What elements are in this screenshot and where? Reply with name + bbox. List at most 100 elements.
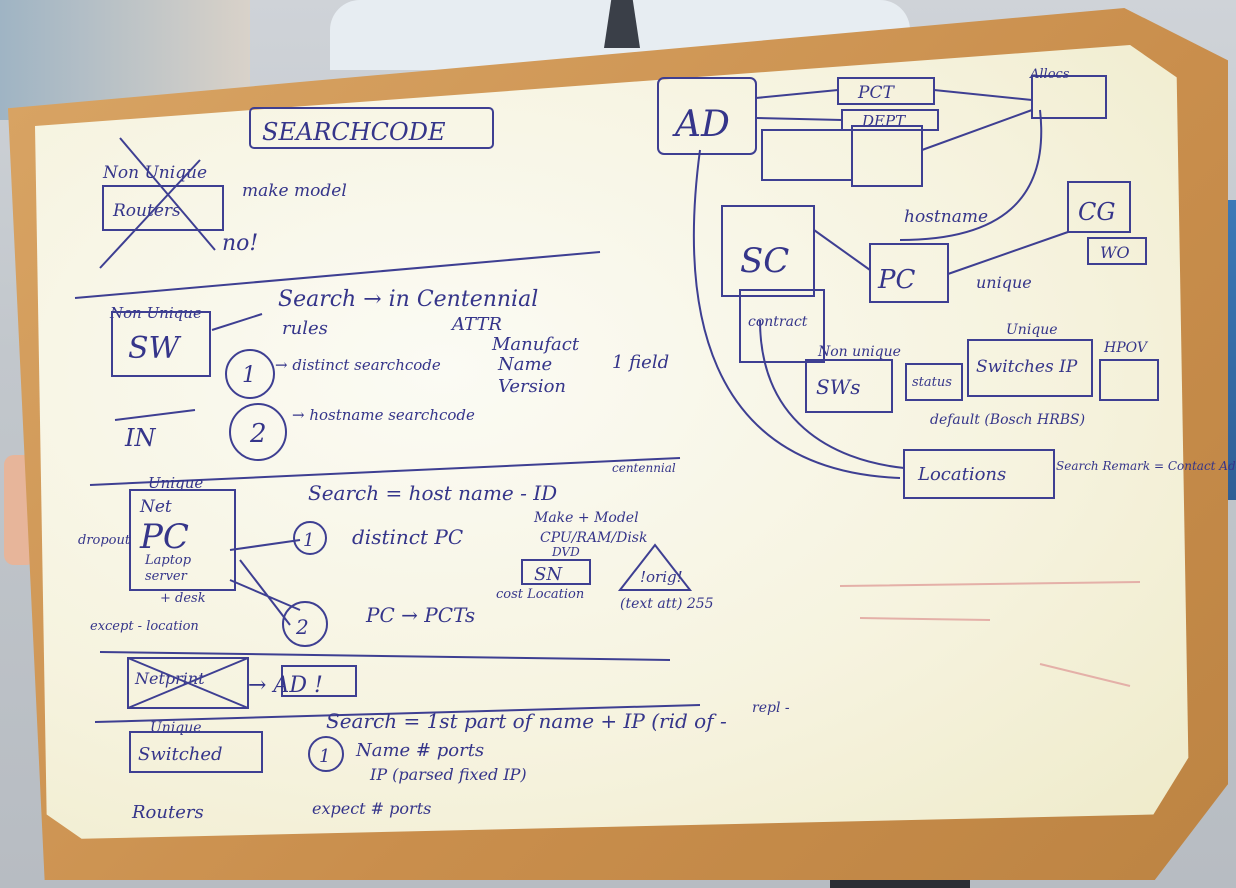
circle-1b <box>293 521 327 555</box>
default-note-text: default (Bosch HRBS) <box>930 412 1085 428</box>
sw-box <box>111 311 211 377</box>
erased-marks <box>839 581 1141 687</box>
make-model-cpu-text: Make + Model <box>533 510 639 526</box>
routers-crossed-text: Routers <box>112 201 181 221</box>
hpov-text: HPOV <box>1103 340 1149 356</box>
hostname-searchcode-text: → hostname searchcode <box>292 406 475 424</box>
sw-text: SW <box>128 331 182 366</box>
unique-switch-text: Unique <box>150 720 202 736</box>
dvd-text: DVD <box>551 545 580 559</box>
circle-2b <box>282 601 328 647</box>
locations-text: Locations <box>917 464 1006 485</box>
switched-box <box>129 731 263 773</box>
status-text: status <box>912 375 952 390</box>
in-arrow <box>114 409 196 421</box>
netprint-cross <box>127 657 249 709</box>
contract-box <box>739 289 825 363</box>
option-2-text: 2 <box>249 419 267 449</box>
locations-box <box>903 449 1055 499</box>
laptop-text: Laptop <box>144 553 192 568</box>
distinct-searchcode-text: → distinct searchcode <box>275 356 441 374</box>
ad-left-box <box>281 665 357 697</box>
warning-triangle <box>617 543 693 591</box>
repl-text: repl - <box>752 700 790 716</box>
divider-line-3 <box>99 651 671 661</box>
orig-text: !orig! <box>640 568 683 586</box>
allocs-text: Allocs <box>1029 67 1070 82</box>
dept-text: DEPT <box>861 112 906 130</box>
option-1-circle <box>225 349 275 399</box>
pc-links <box>813 229 1069 275</box>
sc-text: SC <box>740 241 789 281</box>
server-text: server <box>145 569 188 584</box>
search-in-centennial-text: Search → in Centennial <box>278 287 538 312</box>
ad-box <box>657 77 757 155</box>
version-text: Version <box>498 376 566 397</box>
sc-box <box>721 205 815 297</box>
circle-2b-text: 2 <box>295 615 309 639</box>
search-hostname-text: Search = host name - ID <box>308 481 557 505</box>
hostname-label-text: hostname <box>904 207 988 227</box>
circle-1b-text: 1 <box>303 530 314 551</box>
allocs-box <box>1031 75 1107 119</box>
cpu-ram-text: CPU/RAM/Disk <box>540 530 647 546</box>
cost-location-text: cost Location <box>496 587 584 602</box>
cg-text: CG <box>1078 198 1116 226</box>
manufact-text: Manufact <box>491 334 580 355</box>
text-255-text: (text att) 255 <box>620 596 714 612</box>
sws-text: SWs <box>816 375 861 399</box>
centennial-small-text: centennial <box>612 461 676 475</box>
switched-text: Switched <box>138 744 223 765</box>
searchcode-box <box>249 107 494 149</box>
non-unique-top-text: Non Unique <box>102 163 207 183</box>
non-unique-right-text: Non unique <box>817 344 901 360</box>
option-1-text: 1 <box>242 363 256 388</box>
person-box <box>851 125 923 187</box>
to-ad-text: → AD ! <box>248 673 323 698</box>
unique-pc-text: Unique <box>148 474 203 492</box>
unique-right-text: unique <box>976 273 1032 292</box>
net-text: Net <box>139 497 172 517</box>
netprint-box <box>127 657 249 709</box>
routers-box <box>102 185 224 231</box>
cross-out-mark <box>99 137 216 269</box>
divider-line-2 <box>89 457 681 486</box>
one-field-text: 1 field <box>612 352 669 373</box>
divider-line-1 <box>74 251 601 299</box>
divider-line-4 <box>94 704 701 723</box>
pc-text: PC <box>139 517 189 557</box>
search-first-text: Search = 1st part of name + IP (rid of - <box>326 709 727 733</box>
pc-link-lines <box>229 539 301 626</box>
circle-1c <box>308 736 344 772</box>
ad-links <box>755 89 1033 151</box>
distinct-pc-text: distinct PC <box>352 525 463 549</box>
circle-1c-text: 1 <box>319 746 330 767</box>
hpov-box <box>1099 359 1159 401</box>
wo-text: WO <box>1100 243 1130 262</box>
name-ports-text: Name # ports <box>355 740 484 761</box>
ip-fixed-text: IP (parsed fixed IP) <box>369 765 527 784</box>
sws-box <box>805 359 893 413</box>
pc-to-pcts-text: PC → PCTs <box>365 603 475 627</box>
allocs-link <box>899 109 1043 241</box>
expect-ports-text: expect # ports <box>312 799 431 818</box>
name-text: Name <box>497 354 552 375</box>
cg-box <box>1067 181 1131 233</box>
desk-text: + desk <box>160 591 206 606</box>
in-text: IN <box>124 424 156 452</box>
sn-text: SN <box>534 564 563 585</box>
attr-text: ATTR <box>450 314 502 335</box>
contract-text: contract <box>748 314 808 330</box>
sw-arrow <box>211 313 263 331</box>
switches-ip-text: Switches IP <box>976 357 1078 377</box>
sn-box <box>521 559 591 585</box>
pct-text: PCT <box>857 83 895 103</box>
routers-bottom-text: Routers <box>131 802 204 823</box>
unique-switch-right-text: Unique <box>1006 322 1058 338</box>
make-model-text: make model <box>242 181 347 201</box>
ad-text: AD <box>672 104 730 145</box>
status-box <box>905 363 963 401</box>
wo-box <box>1087 237 1147 265</box>
switches-box <box>967 339 1093 397</box>
